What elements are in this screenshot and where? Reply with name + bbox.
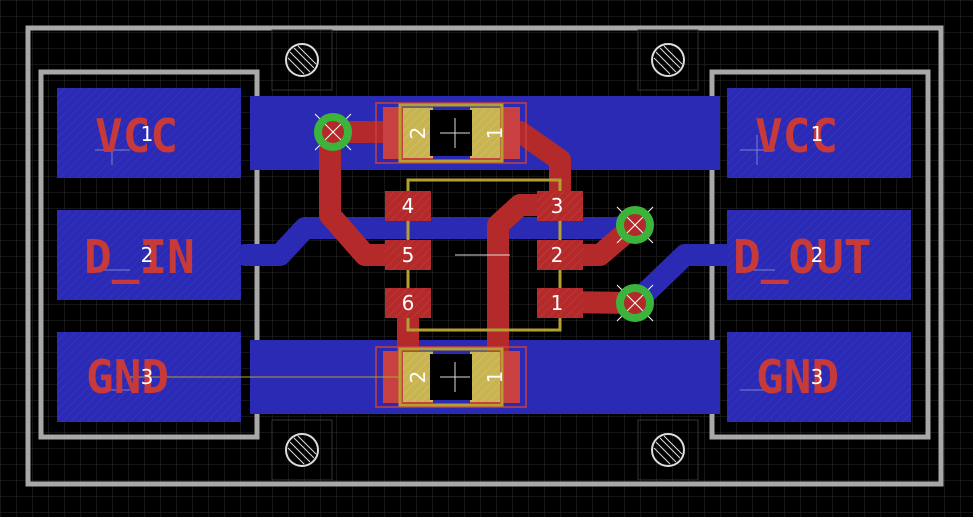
left-pin-3: 3	[141, 365, 154, 389]
left-pin-2: 2	[141, 243, 154, 267]
left-label-gnd: GND	[86, 350, 169, 404]
via-icon	[314, 113, 352, 151]
left-pad-vcc	[57, 88, 241, 178]
capacitor-top	[375, 102, 527, 164]
right-pad-d-out	[727, 210, 911, 300]
mounting-hole-icon	[637, 419, 699, 481]
right-label-gnd: GND	[756, 350, 839, 404]
capacitor-pin-numbers: 2 1 2 1	[406, 127, 507, 384]
led-pin-1: 1	[551, 291, 564, 315]
right-pin-1: 1	[811, 122, 824, 146]
led-pin-6: 6	[402, 291, 415, 315]
led-pad-4	[385, 191, 431, 221]
left-connector-labels: VCC D_IN GND	[84, 109, 195, 404]
left-label-d-in: D_IN	[84, 230, 195, 284]
capacitor-bottom-pad-2-fill	[403, 352, 433, 402]
led-pad-1	[537, 288, 583, 318]
left-pad-d-in	[57, 210, 241, 300]
cap-top-pin-1: 1	[483, 127, 507, 140]
cap-bottom-pin-1: 1	[483, 371, 507, 384]
capacitor-top-pad-1-fill	[470, 108, 500, 158]
led-pad-3	[537, 191, 583, 221]
left-connector-pads	[57, 88, 241, 422]
right-pin-3: 3	[811, 365, 824, 389]
right-label-vcc: VCC	[755, 109, 838, 163]
led-pad-6	[385, 288, 431, 318]
pad-numbers: 1 2 3 1 2 3 4 5 6 3 2 1	[141, 122, 824, 389]
left-pin-1: 1	[141, 122, 154, 146]
right-label-d-out: D_OUT	[733, 230, 871, 284]
led-pin-4: 4	[402, 194, 415, 218]
led-chip	[385, 178, 583, 332]
mounting-holes	[271, 29, 699, 481]
led-pin-3: 3	[551, 194, 564, 218]
vias	[314, 113, 654, 322]
capacitor-top-pad-2-fill	[403, 108, 433, 158]
led-pin-2: 2	[551, 243, 564, 267]
capacitor-bottom	[375, 346, 527, 408]
cap-bottom-pin-2: 2	[406, 371, 430, 384]
led-pad-5	[385, 240, 431, 270]
led-pad-2	[537, 240, 583, 270]
capacitor-top-body	[375, 102, 527, 164]
capacitor-bottom-pad-1-fill	[470, 352, 500, 402]
right-pad-gnd	[727, 332, 911, 422]
right-pad-vcc	[727, 88, 911, 178]
right-connector-labels: VCC D_OUT GND	[733, 109, 871, 404]
right-connector-pads	[727, 88, 911, 422]
right-pin-2: 2	[811, 243, 824, 267]
via-icon	[616, 284, 654, 322]
via-icon	[616, 206, 654, 244]
mounting-hole-icon	[637, 29, 699, 91]
led-pin-5: 5	[402, 243, 415, 267]
capacitor-top-silk	[398, 103, 504, 163]
left-label-vcc: VCC	[95, 109, 178, 163]
pad-crosshairs	[95, 135, 775, 391]
mounting-hole-icon	[271, 419, 333, 481]
board-outline	[25, 25, 944, 487]
mounting-hole-icon	[271, 29, 333, 91]
cap-top-pin-2: 2	[406, 127, 430, 140]
